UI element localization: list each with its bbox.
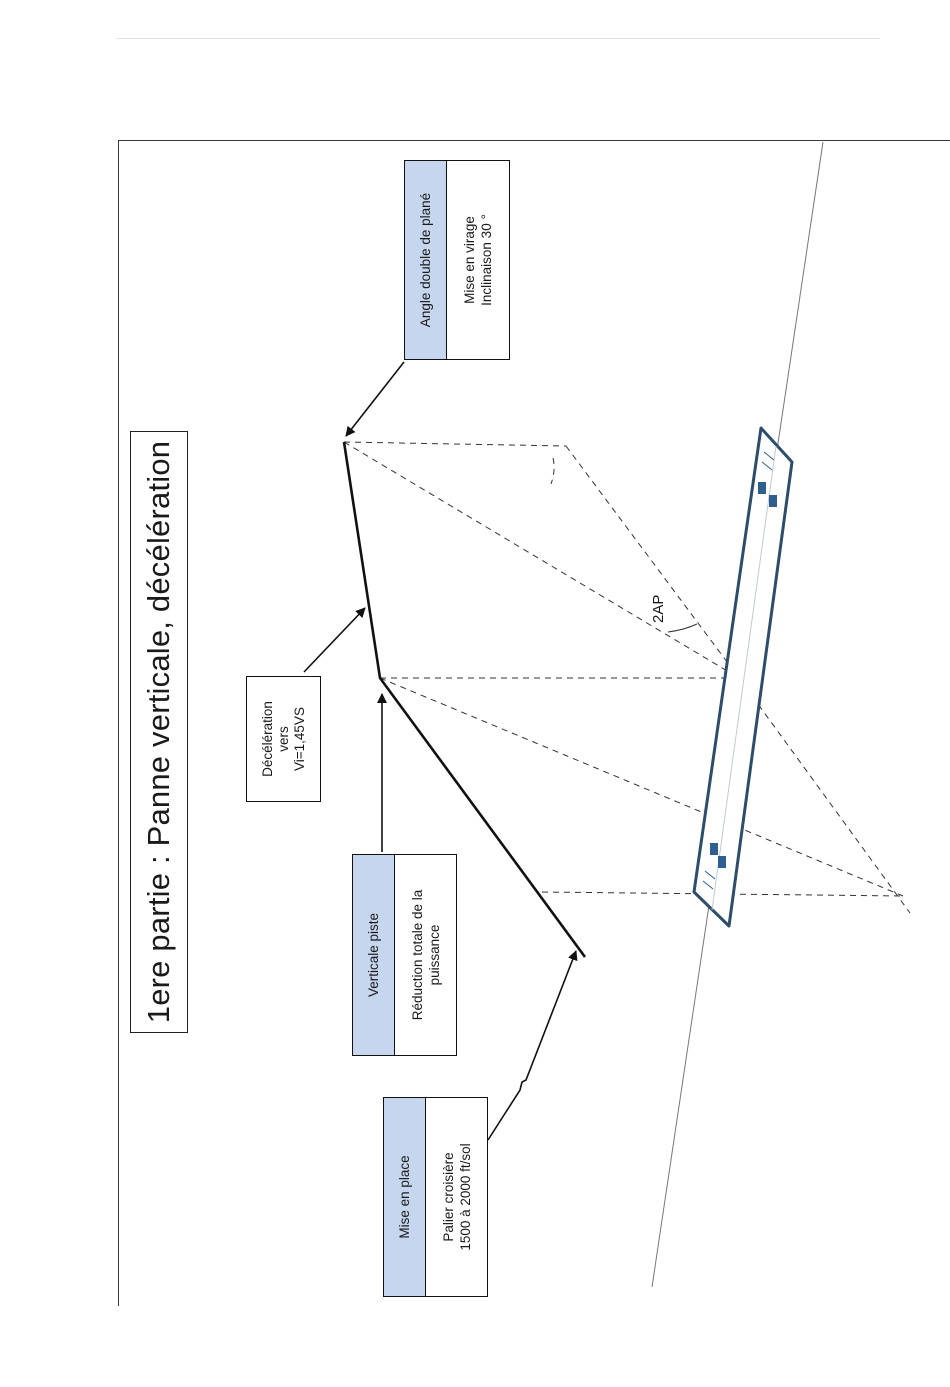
mise-card-header: Mise en place [384,1098,426,1296]
mise-card-line2: 1500 à 2000 ft/sol [457,1143,474,1250]
decel-line2: vers [276,701,292,777]
mise-card: Mise en place Palier croisière 1500 à 20… [383,1097,488,1297]
page-title: 1ere partie : Panne verticale, décélérat… [141,441,177,1023]
angle-label: 2AP [650,595,667,623]
angle-card: Angle double de plané Mise en virage Inc… [404,160,510,360]
runway [694,428,792,926]
decel-box: Décélération vers Vi=1,45VS [246,676,321,802]
angle-card-header: Angle double de plané [405,161,447,359]
arrow-decel [304,608,365,672]
angle-card-line1: Mise en virage [461,214,478,306]
title-box: 1ere partie : Panne verticale, décélérat… [130,433,186,1033]
angle-card-line2: Inclinaison 30 ° [478,214,495,306]
arrow-angle [346,362,404,436]
vertical-card-line1: Réduction totale de la [409,890,426,1021]
decel-line1: Décélération [260,701,276,777]
vertical-card-header: Verticale piste [353,855,395,1055]
vertical-card-line2: puissance [426,890,443,1021]
construction-lines [344,442,910,913]
arrow-mise [488,951,576,1140]
vertical-card: Verticale piste Réduction totale de la p… [352,854,457,1056]
angle-arc [668,624,697,632]
decel-line3: Vi=1,45VS [292,701,308,777]
mise-card-line1: Palier croisière [440,1143,457,1250]
